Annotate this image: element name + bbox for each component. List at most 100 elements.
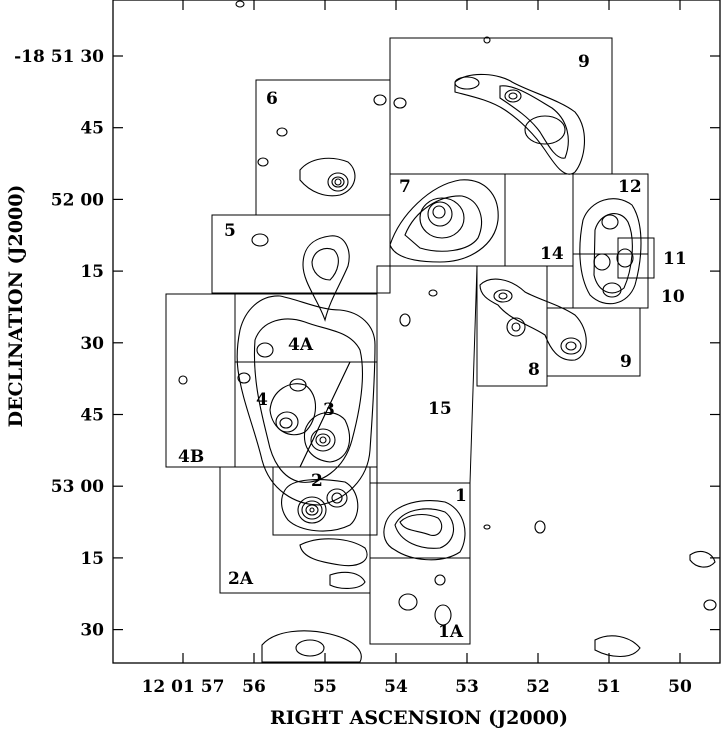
contour-source-8-knot [493,289,513,303]
contour-knot [593,253,611,271]
y-axis-title: DECLINATION (J2000) [5,185,27,428]
box-region-2 [272,466,378,536]
contour-source-2b-ring [326,488,348,508]
contour-blob [434,574,446,586]
contour-source-6-ring [331,176,345,188]
contour-source-3-core [319,436,327,444]
region-label-7: 7 [399,177,411,197]
contour-blob [428,289,438,297]
contour-blob [434,604,452,626]
contour-source-4-ring [275,411,299,433]
contour-blob [373,94,387,106]
region-label-6: 6 [266,89,278,109]
contour-source-1-mid [394,508,454,549]
x-tick-label: 53 [455,677,479,697]
contour-knot [616,248,634,268]
contour-diffuse [261,630,362,663]
contour-complex-mid [253,318,363,483]
x-tick-label: 54 [384,677,408,697]
tick-marks [113,0,720,663]
contour-complex-outer [236,295,376,506]
contour-knot [511,322,521,332]
region-label-10: 10 [661,287,685,307]
contour-source-11-12-mid [593,213,633,294]
contour-source-4 [269,383,317,436]
region-boxes [165,37,655,645]
contour-arc-13-knot-core [508,92,518,100]
region-label-9: 9 [620,352,632,372]
contour-source-1-outer [383,500,466,561]
contour-diffuse [689,550,716,568]
box-region-15 [376,265,478,484]
contour-arc-13-knot [504,89,522,103]
contour-source-1-inner [399,513,443,537]
contour-knot [602,282,622,298]
contour-source-3-ring [310,428,336,452]
contour-blob [257,157,269,167]
contour-source-5 [302,235,350,322]
box-region-4b [165,293,236,468]
x-axis-title: RIGHT ASCENSION (J2000) [270,707,568,729]
y-tick-label: 30 [80,621,104,641]
contour-source-3 [303,412,350,463]
contour-source-7-outer [389,179,499,263]
contour-knot [565,341,577,351]
box-region-9 [546,307,641,377]
contour-source-5-inner [311,247,339,281]
contour-blob [534,520,546,534]
contour-arc-13-mid [524,115,566,145]
contour-blob [237,372,251,384]
y-tick-label: 53 00 [51,477,104,497]
contour-diffuse [594,635,641,658]
contour-blob [251,233,269,247]
contour-diffuse [295,639,325,657]
region-label-2a: 2A [228,569,254,589]
contour-knot [560,337,582,355]
contour-diffuse [299,538,368,567]
contour-source-11-12-outer [579,198,642,305]
x-tick-label: 12 01 57 [142,677,225,697]
y-tick-label: 45 [80,119,104,139]
contour-source-3-ring [315,433,331,447]
contour-diffuse [329,571,366,589]
contour-knot [289,378,307,392]
contour-source-8-9 [479,278,587,361]
contour-blob [454,76,480,90]
box-region-5 [211,214,391,294]
contour-source-2-ring [301,500,323,520]
region-label-1a: 1A [438,622,464,642]
region-label-13: 9 [578,52,590,72]
x-tick-label: 51 [597,677,621,697]
x-tick-label: 52 [526,677,550,697]
region-label-5: 5 [224,221,236,241]
contour-blob [276,127,288,137]
contour-source-7-ring [419,197,465,239]
region-label-1: 1 [455,486,467,506]
contour-blob [393,97,407,109]
region-label-3: 3 [323,400,335,420]
contour-blob [235,0,245,8]
y-tick-label: 30 [80,334,104,354]
region-label-4a: 4A [288,335,314,355]
region-label-14: 14 [540,244,564,264]
contour-source-2b-core [331,492,343,504]
region-label-2: 2 [311,471,323,491]
contour-arc-13-inner [499,85,569,159]
y-tick-label: -18 51 30 [14,47,104,67]
y-tick-label: 15 [80,262,104,282]
region-label-11: 11 [663,249,687,269]
contour-blob [399,313,411,327]
plot-frame [112,0,721,664]
x-tick-label: 55 [313,677,337,697]
box-region-11 [617,237,655,279]
y-tick-label: 15 [80,549,104,569]
contour-knot [506,317,526,337]
contour-source-2-ring [305,504,319,516]
x-tick-label: 50 [668,677,692,697]
contour-source-2-core [309,507,315,513]
contour-blob [483,524,491,530]
contour-source-6-core [334,178,342,186]
region-label-4: 4 [256,390,268,410]
